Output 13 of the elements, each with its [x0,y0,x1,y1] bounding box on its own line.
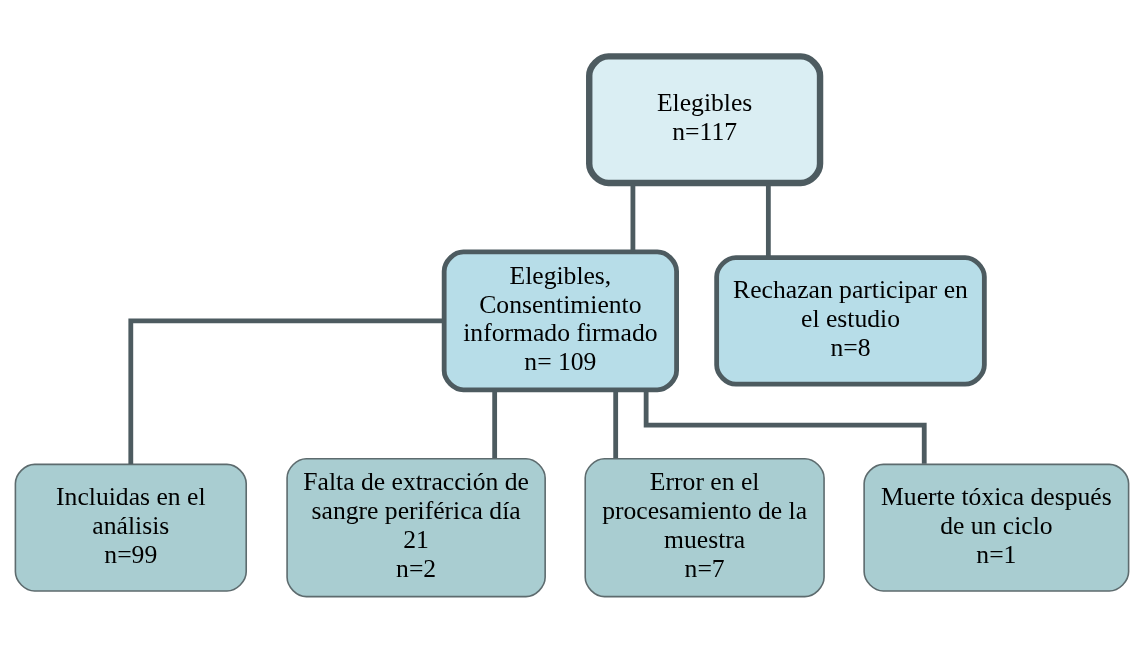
node-box: Incluidas en el análisis n=99 [14,463,247,592]
node-box: Muerte tóxica después de un ciclo n=1 [863,463,1130,592]
connector [613,390,619,459]
node-box: Rechazan participar en el estudio n=8 [714,255,987,387]
node-box: Error en el procesamiento de la muestra n=7 [584,457,825,598]
connector [128,318,445,464]
connector [630,183,636,252]
connector [643,390,927,464]
connector [765,183,771,257]
connector [492,390,498,459]
node-box: Falta de extracción de sangre periférica día 21 n=2 [286,457,546,598]
node-box: Elegibles n=117 [586,53,824,187]
node-box: Elegibles, Consentimiento informado firmado n= 109 [441,249,679,393]
